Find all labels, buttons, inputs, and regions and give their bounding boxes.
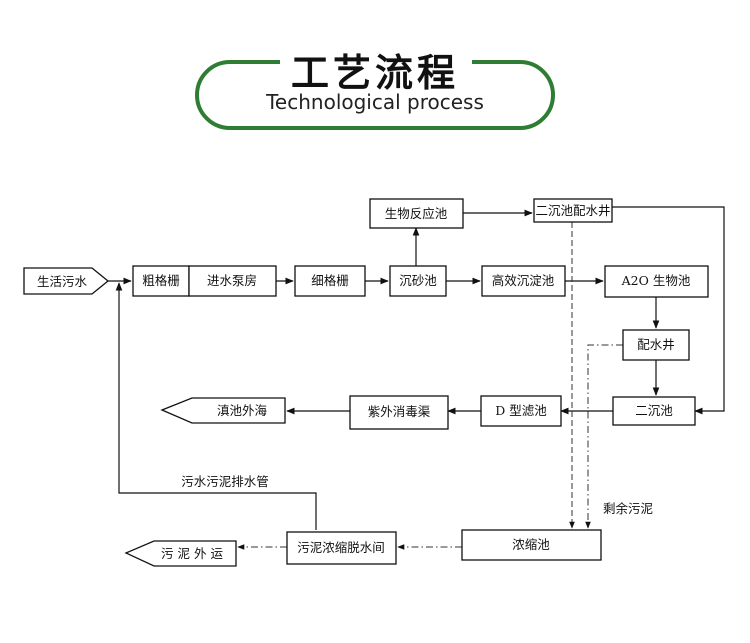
node-label: 高效沉淀池 [492, 273, 555, 288]
node-label: 二沉池 [635, 403, 673, 418]
node-label: D 型滤池 [495, 403, 547, 418]
page-title: 工艺流程 [290, 51, 459, 95]
node-intake-pump-room: 进水泵房 [188, 265, 277, 297]
node-sludge-dewatering: 污泥浓缩脱水间 [286, 531, 397, 565]
node-discharge-sea: 滇池外海 [160, 397, 286, 424]
node-a2o-bio-tank: A2O 生物池 [604, 265, 709, 298]
node-sludge-transport: 污 泥 外 运 [124, 540, 237, 567]
title-frame [195, 60, 555, 130]
flow-sludge-drain-pipe [115, 282, 317, 530]
node-bio-reaction-tank: 生物反应池 [369, 198, 464, 229]
node-label: 污 泥 外 运 [161, 546, 223, 561]
label-excess-sludge: 剩余污泥 [603, 501, 653, 516]
node-thickener: 浓缩池 [461, 529, 602, 561]
node-d-filter: D 型滤池 [480, 395, 562, 427]
flow-lines [108, 206, 725, 530]
node-secondary-clarifier: 二沉池 [612, 396, 696, 426]
flow-well-to-clarifier [612, 206, 725, 415]
node-high-efficiency-sedimentation: 高效沉淀池 [481, 265, 566, 297]
node-fine-screen: 细格栅 [294, 265, 366, 297]
node-domestic-sewage: 生活污水 [23, 267, 110, 295]
node-label: A2O 生物池 [621, 273, 691, 288]
node-label: 生活污水 [37, 274, 88, 289]
node-label: 污泥浓缩脱水间 [297, 540, 385, 555]
node-secondary-distribution-well: 二沉池配水井 [533, 198, 613, 223]
node-label: 紫外消毒渠 [368, 404, 431, 419]
sludge-distwell-to-thickener [585, 344, 623, 529]
node-grit-chamber: 沉砂池 [389, 265, 447, 297]
node-coarse-screen: 粗格栅 [132, 265, 190, 297]
node-label: 沉砂池 [399, 273, 437, 288]
node-label: 滇池外海 [217, 403, 268, 418]
sludge-lines [237, 222, 623, 550]
page-subtitle: Technological process [266, 90, 484, 114]
node-label: 细格栅 [311, 273, 349, 288]
node-label: 配水井 [637, 337, 675, 352]
node-label: 进水泵房 [207, 273, 257, 288]
node-distribution-well: 配水井 [622, 329, 690, 361]
node-label: 浓缩池 [512, 537, 550, 552]
node-label: 二沉池配水井 [535, 203, 610, 218]
label-sludge-drain-pipe: 污水污泥排水管 [181, 474, 269, 489]
node-uv-channel: 紫外消毒渠 [349, 395, 449, 430]
node-label: 粗格栅 [142, 273, 180, 288]
title-frame-outline [195, 60, 555, 130]
node-label: 生物反应池 [385, 206, 448, 221]
